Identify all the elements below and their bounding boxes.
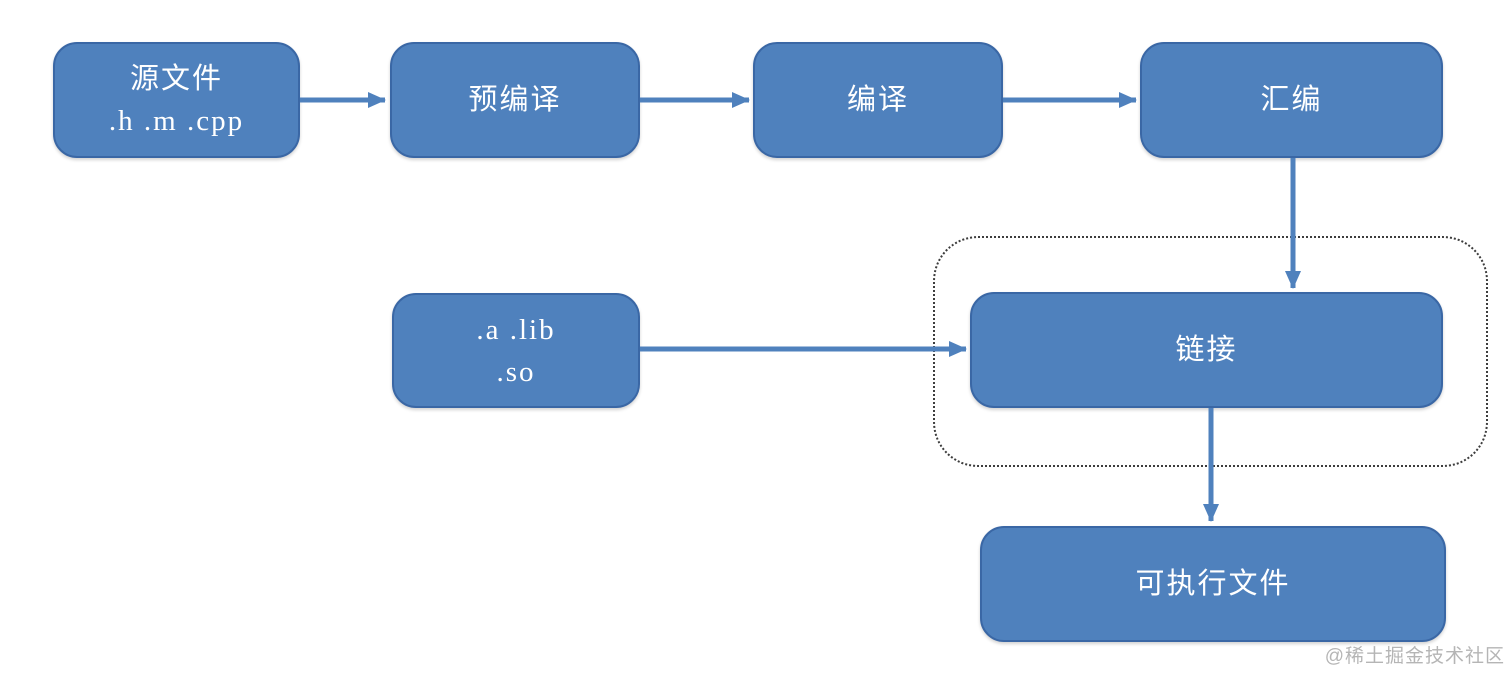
node-link: 链接 [970, 292, 1443, 408]
node-executable: 可执行文件 [980, 526, 1446, 642]
node-libraries-label-line1: .a .lib [476, 313, 556, 346]
node-source-files-label-line2: .h .m .cpp [108, 105, 245, 137]
node-source-files: 源文件 .h .m .cpp [53, 42, 300, 158]
node-libraries: .a .lib .so [392, 293, 640, 408]
node-link-label: 链接 [1175, 334, 1238, 366]
node-executable-label: 可执行文件 [1135, 568, 1291, 600]
node-source-files-label-line1: 源文件 [129, 63, 223, 95]
node-compile-label: 编译 [846, 84, 909, 116]
node-compile: 编译 [753, 42, 1003, 158]
node-precompile-label: 预编译 [468, 84, 562, 116]
node-assemble: 汇编 [1140, 42, 1443, 158]
node-libraries-label-line2: .so [496, 355, 536, 388]
watermark-text: @稀土掘金技术社区 [1324, 646, 1505, 667]
node-precompile: 预编译 [390, 42, 640, 158]
node-assemble-label: 汇编 [1260, 84, 1323, 116]
